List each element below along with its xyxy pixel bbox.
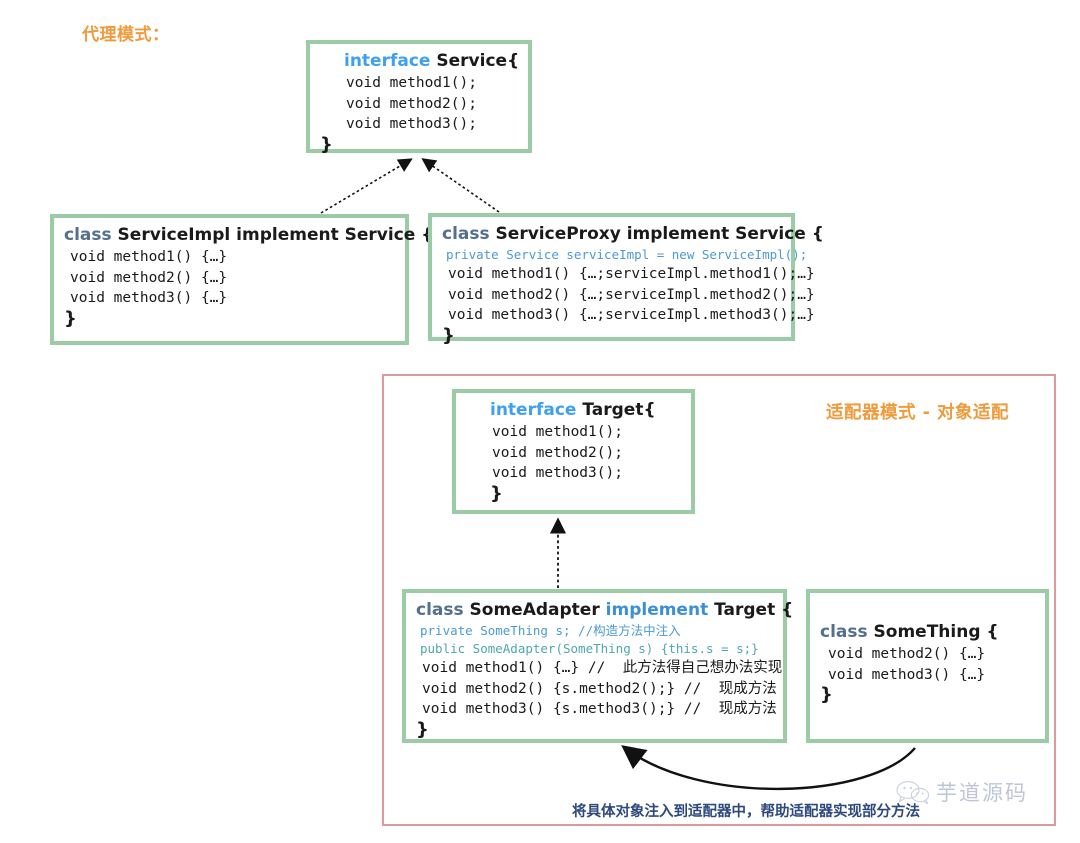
someadapter-method-3: void method3() {s.method3();} // 现成方法 [422,701,777,718]
inheritance-arrow-serviceimpl-to-service [320,158,413,214]
serviceproxy-close-brace: } [442,324,455,346]
someadapter-method-2: void method2() {s.method2();} // 现成方法 [422,680,777,697]
someadapter-method-1: void method1() {…} // 此方法得自己想办法实现 [422,660,783,677]
keyword-class: class [442,224,490,244]
serviceproxy-method-1: void method1() {…;serviceImpl.method1();… [448,266,815,283]
keyword-class: class [820,622,868,642]
serviceproxy-method-3: void method3() {…;serviceImpl.method3();… [448,307,815,324]
serviceimpl-type-name: ServiceImpl implement Service [117,225,416,245]
target-method-3: void method3(); [492,465,623,482]
something-method-3: void method3() {…} [828,666,986,683]
keyword-class: class [64,225,112,245]
keyword-class: class [416,600,464,620]
service-box-title: interface Service{ [320,50,520,73]
service-method-2: void method2(); [346,95,477,112]
watermark-text: 芋道源码 [936,781,1028,805]
serviceimpl-method-3: void method3() {…} [70,290,228,307]
serviceimpl-box-title: class ServiceImpl implement Service { [64,224,433,247]
uml-box-service: interface Service{ void method1(); void … [306,40,532,155]
keyword-interface: interface [490,400,577,420]
someadapter-open-brace: { [781,600,794,620]
uml-box-serviceimpl: class ServiceImpl implement Service { vo… [50,214,433,345]
adapter-pattern-title: 适配器模式 - 对象适配 [826,403,1009,423]
inheritance-arrow-serviceproxy-to-service [421,158,500,213]
serviceimpl-close-brace: } [64,307,77,329]
someadapter-close-brace: } [416,718,429,740]
serviceproxy-type-name: ServiceProxy implement Service [495,224,806,244]
someadapter-type-name: SomeAdapter [469,600,600,620]
watermark: 芋道源码 [896,777,1028,807]
someadapter-box-title: class SomeAdapter implement Target { [416,599,793,622]
serviceimpl-method-2: void method2() {…} [70,269,228,286]
uml-box-serviceproxy: class ServiceProxy implement Service { p… [428,213,824,345]
proxy-pattern-title: 代理模式： [82,25,170,45]
service-open-brace: { [507,51,520,71]
target-close-brace: } [490,482,503,504]
uml-box-something: class SomeThing { void method2() {…} voi… [806,589,1049,743]
something-method-2: void method2() {…} [828,645,986,662]
service-method-1: void method1(); [346,74,477,91]
something-box-title: class SomeThing { [820,621,1035,644]
someadapter-constructor: public SomeAdapter(SomeThing s) {this.s … [420,641,759,657]
target-box-title: interface Target{ [466,399,681,422]
keyword-implement: implement [605,600,709,620]
target-type-name: Target [582,400,644,420]
target-open-brace: { [643,400,656,420]
serviceproxy-open-brace: { [811,224,824,244]
someadapter-target-name: Target [714,600,776,620]
service-method-3: void method3(); [346,116,477,133]
something-close-brace: } [820,684,833,706]
service-type-name: Service [436,51,508,71]
serviceproxy-box-title: class ServiceProxy implement Service { [442,223,824,246]
serviceimpl-method-1: void method1() {…} [70,248,228,265]
target-method-2: void method2(); [492,444,623,461]
wechat-icon [896,781,930,804]
serviceproxy-method-2: void method2() {…;serviceImpl.method2();… [448,286,815,303]
uml-box-someadapter: class SomeAdapter implement Target { pri… [402,589,793,743]
adapter-section-container [382,374,1056,826]
keyword-interface: interface [344,51,431,71]
adapter-injection-caption: 将具体对象注入到适配器中，帮助适配器实现部分方法 [572,804,920,820]
service-close-brace: } [320,133,333,155]
uml-box-target: interface Target{ void method1(); void m… [452,389,695,514]
someadapter-field-1: private SomeThing s; //构造方法中注入 [420,622,681,638]
serviceproxy-field: private Service serviceImpl = new Servic… [446,246,808,262]
something-type-name: SomeThing [873,622,981,642]
something-open-brace: { [986,622,999,642]
target-method-1: void method1(); [492,423,623,440]
